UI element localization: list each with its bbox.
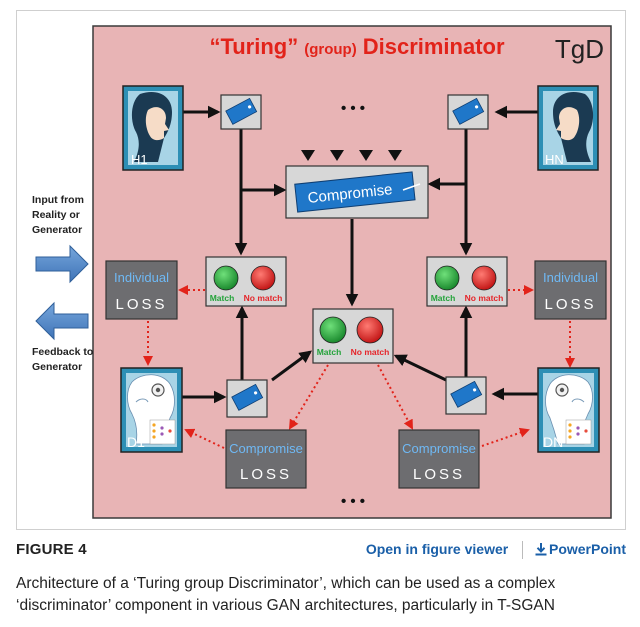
human-h1-label: H1 (131, 152, 148, 167)
individual-loss-left: Individual LOSS (105, 260, 178, 320)
match-label: Match (210, 293, 235, 303)
powerpoint-link-label[interactable]: PowerPoint (548, 541, 626, 557)
tag-icon (450, 380, 483, 408)
compromise-loss-left: Compromise LOSS (225, 429, 307, 489)
compromise-loss-title: Compromise (229, 441, 303, 456)
tag-box-top-left (220, 94, 262, 130)
tag-box-bottom-right (445, 376, 487, 415)
match-node-left: Match No match (205, 256, 287, 307)
no-match-label: No match (465, 293, 504, 303)
tag-box-bottom-left (226, 379, 268, 418)
loss-label: LOSS (240, 466, 292, 483)
tag-string (402, 183, 421, 191)
figure-caption: Architecture of a ‘Turing group Discrimi… (16, 575, 556, 614)
diagram-title: “Turing”(group)Discriminator (209, 34, 505, 59)
arrow-compromise-loss-to-d1 (184, 428, 225, 449)
match-indicator (434, 265, 460, 291)
input-line-1: Input from (32, 194, 84, 206)
neural-net-icon (565, 419, 592, 445)
tag-box-top-right (447, 94, 489, 130)
individual-loss-title: Individual (114, 270, 169, 285)
discriminator-dn-node: DN (537, 367, 600, 453)
flow-arrows (182, 105, 538, 404)
match-node-center: Match No match (312, 308, 394, 364)
discriminator-dn-label: DN (543, 434, 563, 450)
no-match-label: No match (244, 293, 283, 303)
bottom-ellipsis: • • • (341, 493, 365, 510)
feedback-block-arrow (35, 301, 89, 341)
tag-icon (231, 383, 264, 411)
match-node-right: Match No match (426, 256, 508, 307)
top-ellipsis: • • • (341, 100, 365, 117)
actions-divider (522, 541, 524, 560)
top-input-arrowheads (301, 150, 402, 161)
arrow-tag-to-center-match (271, 350, 313, 382)
input-note: Input from Reality or Generator (32, 194, 84, 236)
neural-net-icon (149, 419, 176, 445)
no-match-label: No match (351, 347, 390, 357)
match-label: Match (317, 347, 342, 357)
compromise-loss-title: Compromise (402, 441, 476, 456)
open-figure-viewer-link[interactable]: Open in figure viewer (365, 541, 509, 557)
discriminator-d1-node: D1 (120, 367, 183, 453)
powerpoint-link[interactable]: PowerPoint (535, 541, 626, 557)
human-profile-icon (131, 92, 172, 162)
no-match-indicator (356, 316, 384, 344)
download-icon (535, 543, 547, 556)
loss-label: LOSS (115, 296, 167, 313)
feedback-note: Feedback to Generator (32, 346, 93, 373)
loss-label: LOSS (544, 296, 596, 313)
arrow-tag-to-center-match-right (393, 354, 447, 382)
compromise-node: Compromise (285, 165, 429, 219)
human-profile-icon (553, 92, 594, 162)
arrow-compromise-loss-to-dn (481, 427, 530, 447)
discriminator-d1-label: D1 (127, 434, 145, 450)
tag-icon (225, 97, 258, 125)
no-match-indicator (471, 265, 497, 291)
input-line-2: Reality or (32, 209, 80, 221)
human-hn-label: HN (545, 152, 564, 167)
figure-actions: Open in figure viewer PowerPoint (365, 541, 626, 560)
feedback-line-2: Generator (32, 361, 82, 373)
figure-label: FIGURE 4 (16, 541, 87, 558)
tgd-tag: TgD (555, 34, 604, 64)
input-block-arrow (35, 244, 89, 284)
arrow-center-to-compromise-loss-right (377, 364, 413, 430)
input-line-3: Generator (32, 224, 82, 236)
loss-arrows (143, 285, 575, 449)
loss-label: LOSS (413, 466, 465, 483)
no-match-indicator (250, 265, 276, 291)
figure-footer: FIGURE 4 Open in figure viewer PowerPoin… (16, 536, 626, 562)
human-h1-node: H1 (122, 85, 184, 171)
tag-icon (452, 97, 485, 125)
arrow-center-to-compromise-loss-left (288, 364, 329, 430)
match-indicator (319, 316, 347, 344)
match-indicator (213, 265, 239, 291)
compromise-loss-right: Compromise LOSS (398, 429, 480, 489)
individual-loss-right: Individual LOSS (534, 260, 607, 320)
human-hn-node: HN (537, 85, 599, 171)
tgd-diagram: “Turing”(group)Discriminator TgD • • • •… (32, 25, 612, 519)
feedback-line-1: Feedback to (32, 346, 93, 358)
match-label: Match (431, 293, 456, 303)
individual-loss-title: Individual (543, 270, 598, 285)
